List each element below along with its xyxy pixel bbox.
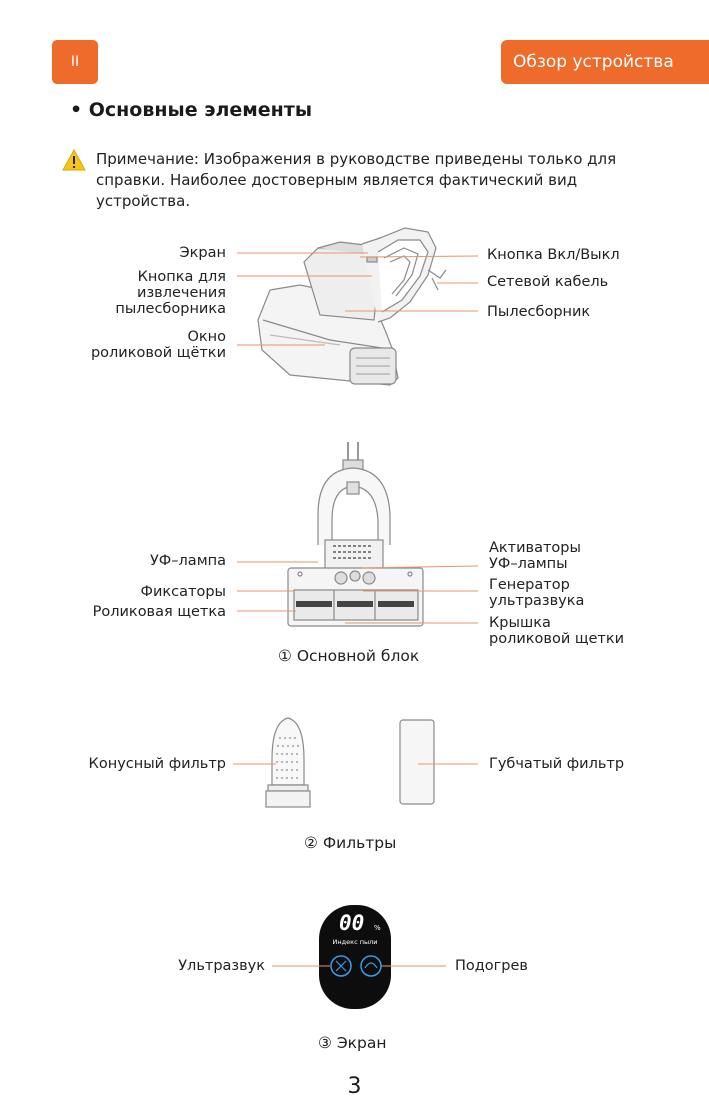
- label-uv-activators-2: УФ–лампы: [489, 556, 568, 572]
- vacuum-side-view: [257, 227, 447, 386]
- label-ultrasound-gen-2: ультразвука: [489, 593, 585, 609]
- label-dust-release-3: пылесборника: [115, 301, 226, 317]
- label-uv-lamp: УФ–лампа: [149, 553, 226, 569]
- chapter-number: II: [70, 54, 80, 70]
- label-ultrasound: Ультразвук: [178, 958, 265, 974]
- section-tab: Обзор устройства: [501, 40, 709, 84]
- label-power-button: Кнопка Вкл/Выкл: [487, 247, 620, 263]
- section-title: Обзор устройства: [513, 52, 674, 72]
- label-cone-filter: Конусный фильтр: [88, 756, 226, 772]
- section-heading: • Основные элементы: [70, 99, 312, 121]
- label-sponge-filter: Губчатый фильтр: [489, 756, 625, 772]
- leader-lines: [233, 252, 479, 967]
- label-heating: Подогрев: [455, 958, 528, 974]
- label-uv-activators-1: Активаторы: [489, 540, 581, 556]
- display-unit: %: [374, 924, 381, 932]
- caption-filters: ② Фильтры: [304, 834, 397, 852]
- label-power-cable: Сетевой кабель: [487, 274, 609, 290]
- label-brush-cover-2: роликовой щетки: [489, 631, 625, 647]
- label-brush-window-1: Окно: [187, 329, 226, 345]
- label-brush-cover-1: Крышка: [489, 615, 551, 631]
- label-roller-brush: Роликовая щетка: [92, 604, 226, 620]
- sponge-filter-drawing: [399, 719, 435, 805]
- label-dust-container: Пылесборник: [487, 304, 591, 320]
- label-dust-release-1: Кнопка для: [137, 269, 226, 285]
- heading-text: Основные элементы: [88, 99, 312, 121]
- caption-display: ③ Экран: [318, 1034, 387, 1052]
- chapter-tab: II: [52, 40, 98, 84]
- label-latches: Фиксаторы: [140, 584, 227, 600]
- label-screen: Экран: [179, 245, 226, 261]
- display-drawing: [319, 905, 391, 1009]
- note-text: Примечание: Изображения в руководстве пр…: [96, 150, 617, 210]
- vacuum-bottom-view: [287, 442, 424, 627]
- display-label: Индекс пыли: [332, 938, 378, 946]
- warning-icon: [62, 149, 86, 171]
- display-value: 00: [339, 911, 365, 935]
- page-number: 3: [347, 1074, 362, 1099]
- cone-filter-drawing: [265, 717, 311, 808]
- label-ultrasound-gen-1: Генератор: [489, 577, 570, 593]
- caption-main-unit: ① Основной блок: [278, 647, 420, 665]
- label-dust-release-2: извлечения: [137, 285, 226, 301]
- label-brush-window-2: роликовой щётки: [90, 345, 226, 361]
